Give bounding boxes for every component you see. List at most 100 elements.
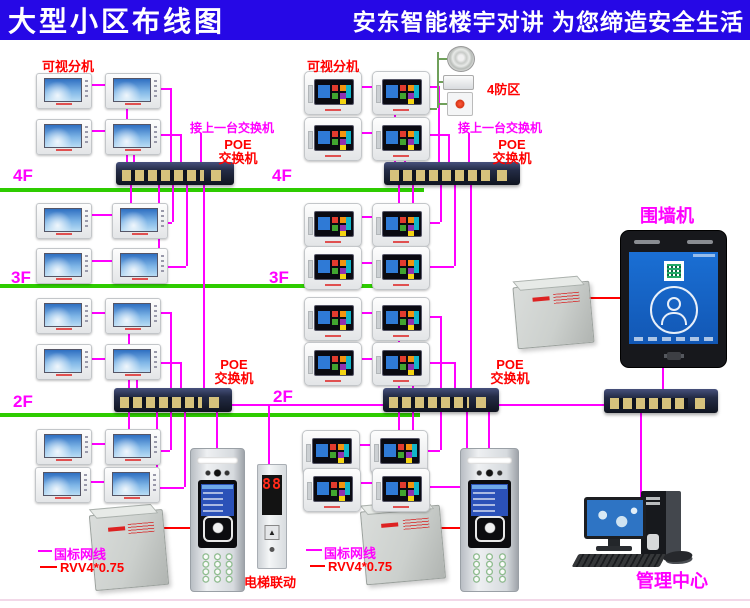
wire-segment (488, 412, 490, 448)
wire-segment (159, 362, 180, 364)
keypad (470, 553, 509, 583)
power-supply-box-wall (512, 280, 595, 350)
indoor-monitor-blue (36, 344, 92, 380)
label-visual-extension-right: 可视分机 (307, 59, 360, 74)
wire-segment (90, 214, 130, 216)
keypad (200, 553, 235, 583)
wire-segment (180, 134, 182, 162)
smoke-detector-icon (447, 46, 475, 72)
brand-mark (532, 296, 550, 302)
indoor-monitor-metro (304, 297, 362, 341)
indoor-monitor-blue (36, 203, 92, 239)
indoor-monitor-blue (105, 429, 161, 465)
indoor-monitor-blue (104, 467, 160, 503)
monitor-screen (120, 253, 158, 277)
wire-segment (437, 58, 447, 60)
door-station-screen (471, 484, 508, 516)
wire-segment (170, 412, 172, 450)
monitor-screen (113, 303, 151, 327)
label-wall-machine: 围墙机 (640, 206, 694, 226)
monitor-screen (113, 124, 151, 148)
indoor-monitor-blue (35, 467, 91, 503)
world-map-screen (587, 500, 643, 536)
label-uplink-left: 接上一台交换机 (190, 121, 275, 135)
poe-switch (383, 388, 499, 412)
wire-segment (159, 134, 180, 136)
switch-ports (390, 170, 490, 181)
wire-segment (428, 486, 466, 488)
wire-segment (398, 412, 400, 444)
indoor-monitor-blue (36, 429, 92, 465)
wire-segment (268, 404, 270, 464)
label-uplink-right: 接上一台交换机 (458, 121, 543, 135)
person-head-icon (666, 297, 681, 311)
wire-segment (186, 185, 188, 266)
camera-icon (191, 468, 244, 478)
wire-segment (437, 81, 443, 83)
card-reader-icon (202, 516, 233, 542)
floor-label-4f-right: 4F (272, 166, 292, 185)
door-station-screen (201, 484, 234, 516)
legend-rvv-cable-left: RVV4*0.75 (60, 560, 125, 575)
wire-segment (158, 487, 184, 489)
monitor-screen (44, 78, 82, 102)
poe-switch (384, 162, 520, 185)
wire-segment (398, 185, 400, 216)
monitor-screen (120, 208, 158, 232)
wire-segment (170, 88, 172, 162)
indoor-monitor-metro (304, 246, 362, 290)
brand-mark (380, 522, 399, 528)
computer-keyboard (571, 554, 667, 567)
wire-segment (437, 52, 439, 108)
wire-segment (159, 88, 170, 90)
label-zone4: 4防区 (487, 82, 521, 97)
wire-segment (662, 364, 664, 389)
speaker-grille (467, 457, 512, 464)
wall-machine-device (620, 230, 727, 368)
label-management-center: 管理中心 (636, 571, 708, 591)
indoor-monitor-metro (304, 117, 362, 161)
fill-light-bar (634, 240, 660, 244)
monitor-screen (382, 350, 422, 376)
spec-text-mark (128, 521, 155, 535)
wire-segment (440, 527, 460, 529)
elevator-up-arrow-icon: ▲ (264, 525, 280, 540)
floor-label-4f-left: 4F (13, 166, 33, 185)
indoor-monitor-metro (304, 71, 362, 115)
monitor-screen (43, 472, 81, 496)
indoor-monitor-blue (36, 248, 92, 284)
wire-segment (164, 527, 190, 529)
legend-network-cable-right: 国标网线 (324, 546, 377, 561)
floor-label-3f-right: 3F (269, 268, 289, 287)
monitor-screen (44, 253, 82, 277)
door-station-panel (468, 480, 511, 548)
monitor-screen (312, 438, 352, 464)
wire-segment (172, 185, 174, 222)
monitor-screen (113, 349, 151, 373)
indoor-monitor-blue (112, 203, 168, 239)
uplink-port (476, 397, 486, 408)
floor-label-3f-left: 3F (11, 268, 31, 287)
spec-text-mark (402, 517, 430, 530)
door-station-left (190, 448, 245, 592)
indoor-monitor-metro (372, 297, 430, 341)
wire-segment (428, 108, 437, 110)
monitor-screen (113, 78, 151, 102)
door-station-panel (198, 480, 237, 548)
page-title: 大型小区布线图 (8, 6, 226, 37)
wire-segment (428, 362, 454, 364)
monitor-screen (314, 254, 354, 280)
header-bar: 大型小区布线图 安东智能楼宇对讲 为您缔造安全生活 (0, 0, 750, 40)
switch-ports (389, 397, 469, 408)
wire-segment (640, 413, 642, 500)
wire-segment (428, 316, 440, 318)
spec-text-mark (553, 291, 580, 304)
camera-icon (461, 468, 518, 478)
wire-segment (170, 312, 172, 388)
wire-segment (468, 133, 470, 162)
floor-line-4f (0, 188, 424, 192)
switch-ports (120, 397, 202, 408)
